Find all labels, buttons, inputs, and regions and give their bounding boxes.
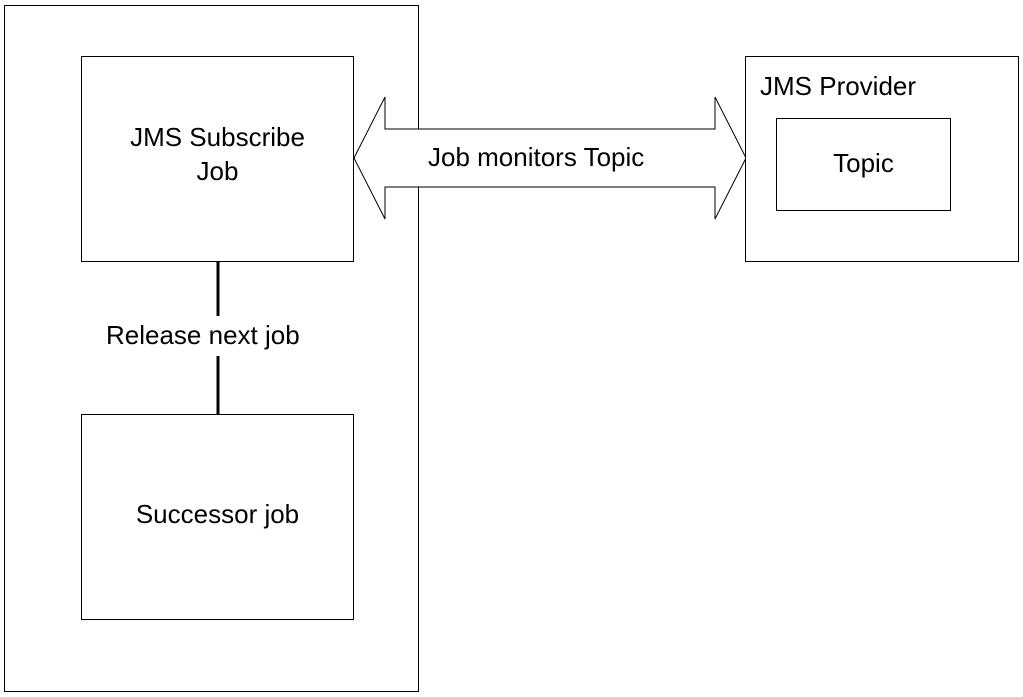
jms-subscribe-job-label: JMS Subscribe Job bbox=[82, 120, 353, 188]
jms-subscribe-job-line1: JMS Subscribe bbox=[130, 122, 305, 152]
topic-box: Topic bbox=[776, 118, 951, 211]
jms-provider-label: JMS Provider bbox=[760, 71, 917, 101]
job-monitors-topic-label: Job monitors Topic bbox=[428, 142, 645, 172]
jms-subscribe-job-line2: Job bbox=[196, 156, 239, 186]
topic-label: Topic bbox=[833, 148, 894, 178]
successor-job-box: Successor job bbox=[81, 414, 354, 620]
release-next-job-label: Release next job bbox=[106, 320, 300, 350]
jms-subscribe-job-box: JMS Subscribe Job bbox=[81, 56, 354, 262]
successor-job-label: Successor job bbox=[135, 499, 300, 529]
